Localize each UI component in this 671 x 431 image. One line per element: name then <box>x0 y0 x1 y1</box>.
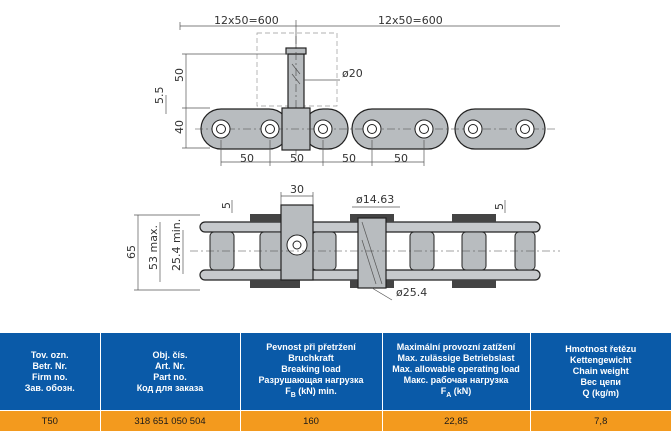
header-breaking-load: Pevnost při přetržení Bruchkraft Breakin… <box>240 333 382 411</box>
dim-offset: 5.5 <box>153 87 166 105</box>
dim-pitch-left: 12x50=600 <box>214 14 279 27</box>
dim-spacing-1: 50 <box>240 152 254 165</box>
cell-operating-load: 22,85 <box>382 411 530 431</box>
dim-spacing-2: 50 <box>290 152 304 165</box>
cell-breaking-load: 160 <box>240 411 382 431</box>
side-view: 30 ø14.63 65 53 max. 25.4 min. 5 5 <box>125 183 560 300</box>
dim-53-max: 53 max. <box>147 225 160 270</box>
dim-link-height: 40 <box>173 120 186 134</box>
dim-pin-14: ø14.63 <box>356 193 394 206</box>
dim-total-65: 65 <box>125 245 138 259</box>
dim-pitch-right: 12x50=600 <box>378 14 443 27</box>
header-part-no: Obj. čís. Art. Nr. Part no. Код для зака… <box>100 333 240 411</box>
dim-height-50: 50 <box>173 68 186 82</box>
dim-spacing-4: 50 <box>394 152 408 165</box>
spec-table: Tov. ozn. Betr. Nr. Firm no. Зав. обозн.… <box>0 333 671 431</box>
cell-part-no: 318 651 050 504 <box>100 411 240 431</box>
dim-plate-5-left: 5 <box>220 202 233 209</box>
header-firm-no: Tov. ozn. Betr. Nr. Firm no. Зав. обозн. <box>0 333 100 411</box>
dim-25-min: 25.4 min. <box>170 219 183 271</box>
dim-roller: ø25.4 <box>396 286 427 299</box>
cell-firm-no: T50 <box>0 411 100 431</box>
header-row: Tov. ozn. Betr. Nr. Firm no. Зав. обозн.… <box>0 333 671 411</box>
table-row: T50 318 651 050 504 160 22,85 7,8 <box>0 411 671 431</box>
chain-technical-drawing: 12x50=600 12x50=600 ø20 50 5.5 40 <box>0 0 671 330</box>
header-chain-weight: Hmotnost řetězu Kettengewicht Chain weig… <box>530 333 671 411</box>
cell-chain-weight: 7,8 <box>530 411 671 431</box>
header-operating-load: Maximální provozní zatížení Max. zulässi… <box>382 333 530 411</box>
top-view: 12x50=600 12x50=600 ø20 50 5.5 40 <box>153 14 560 166</box>
dim-plate-5-right: 5 <box>493 203 506 210</box>
dim-pin-diameter: ø20 <box>342 67 363 80</box>
dim-width-30: 30 <box>290 183 304 196</box>
dim-spacing-3: 50 <box>342 152 356 165</box>
